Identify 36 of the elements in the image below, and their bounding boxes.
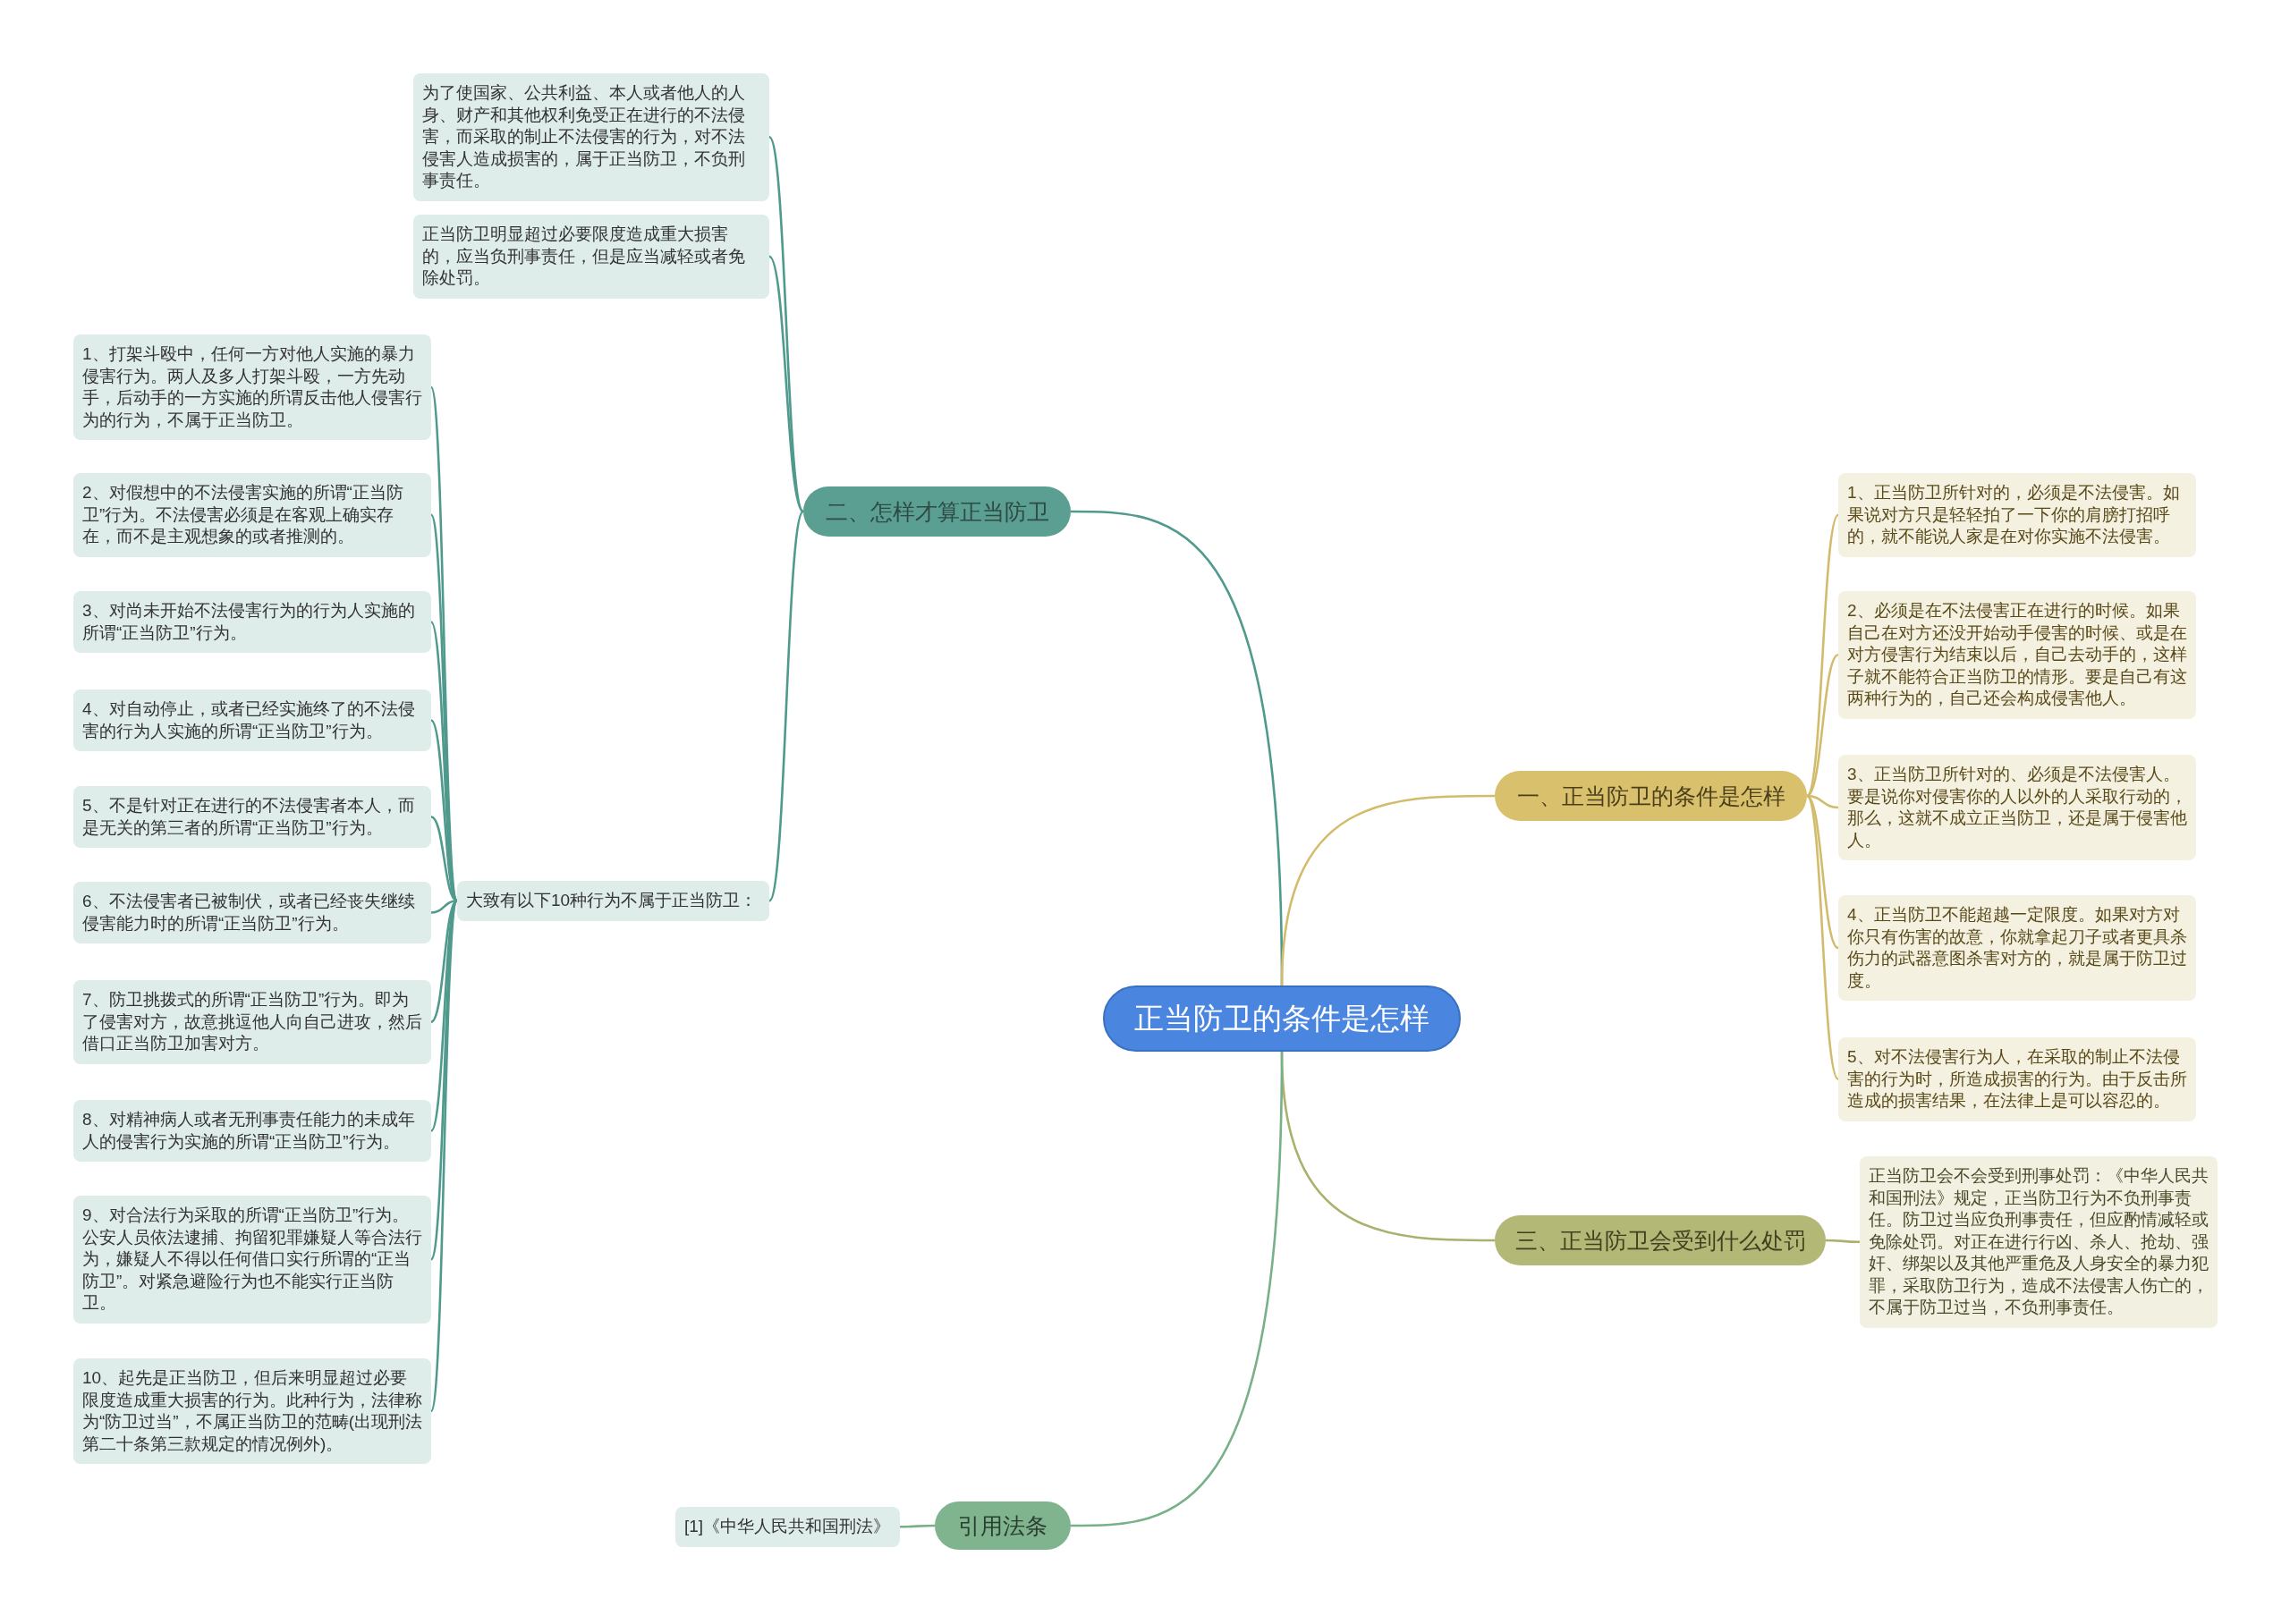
text-box: 5、不是针对正在进行的不法侵害者本人，而是无关的第三者的所谓“正当防卫”行为。 <box>73 786 431 848</box>
connector-line <box>1071 1051 1284 1527</box>
text-box: 2、必须是在不法侵害正在进行的时候。如果自己在对方还没开始动手侵害的时候、或是在对方侵害行为结束以后，自己去动手的，这样子就不能符合正当防卫的情形。要是自己有这两种行为的，自己还会构成侵害他人。 <box>1838 591 2196 719</box>
text-box: 7、防卫挑拨式的所谓“正当防卫”行为。即为了侵害对方，故意挑逗他人向自己进攻，然后借口正当防卫加害对方。 <box>73 980 431 1064</box>
connector-line <box>1826 1239 1860 1244</box>
text-box: 3、正当防卫所针对的、必须是不法侵害人。要是说你对侵害你的人以外的人采取行动的，那么，这就不成立正当防卫，还是属于侵害他人。 <box>1838 755 2196 860</box>
connector-line <box>1805 514 1840 797</box>
connector-line <box>1806 654 1839 798</box>
text-box: 正当防卫明显超过必要限度造成重大损害的，应当负刑事责任，但是应当减轻或者免除处罚。 <box>413 215 769 299</box>
connector-line <box>900 1524 935 1528</box>
connector-line <box>1280 794 1495 986</box>
text-box: 1、正当防卫所针对的，必须是不法侵害。如果说对方只是轻轻拍了一下你的肩膀打招呼的，就不能说人家是在对你实施不法侵害。 <box>1838 473 2196 557</box>
text-box: [1]《中华人民共和国刑法》 <box>675 1507 900 1547</box>
connector-line <box>768 511 805 901</box>
text-box: 10、起先是正当防卫，但后来明显超过必要限度造成重大损害的行为。此种行为，法律称为“防卫过当”，不属正当防卫的范畴(出现刑法第二十条第三款规定的情况例外)。 <box>73 1358 431 1464</box>
connector-line <box>768 255 805 512</box>
branch-topic-box: 二、怎样才算正当防卫 <box>803 486 1071 537</box>
text-box: 4、正当防卫不能超越一定限度。如果对方对你只有伤害的故意，你就拿起刀子或者更具杀伤力的武器意图杀害对方的，就是属于防卫过度。 <box>1838 895 2196 1001</box>
branch-topic-box: 引用法条 <box>935 1501 1071 1550</box>
text-box: 8、对精神病人或者无刑事责任能力的未成年人的侵害行为实施的所谓“正当防卫”行为。 <box>73 1100 431 1162</box>
text-box: 5、对不法侵害行为人，在采取的制止不法侵害的行为时，所造成损害的行为。由于反击所造成的损害结果，在法律上是可以容忍的。 <box>1838 1037 2196 1121</box>
text-box: 3、对尚未开始不法侵害行为的行为人实施的所谓“正当防卫”行为。 <box>73 591 431 653</box>
central-topic-box: 正当防卫的条件是怎样 <box>1103 985 1461 1052</box>
branch-topic-box: 一、正当防卫的条件是怎样 <box>1495 771 1807 821</box>
text-box: 2、对假想中的不法侵害实施的所谓“正当防卫”行为。不法侵害必须是在客观上确实存在，而不是主观想象的或者推测的。 <box>73 473 431 557</box>
text-box: 正当防卫会不会受到刑事处罚：《中华人民共和国刑法》规定，正当防卫行为不负刑事责任。防卫过当应负刑事责任，但应酌情减轻或免除处罚。对正在进行行凶、杀人、抢劫、强奸、绑架以及其他严重危及人身安全的暴力犯罪，采取防卫行为，造成不法侵害人伤亡的，不属于防卫过当，不负刑事责任。 <box>1860 1156 2218 1328</box>
text-box: 大致有以下10种行为不属于正当防卫： <box>457 881 769 921</box>
text-box: 1、打架斗殴中，任何一方对他人实施的暴力侵害行为。两人及多人打架斗殴，一方先动手，后动手的一方实施的所谓反击他人侵害行为的行为，不属于正当防卫。 <box>73 334 431 440</box>
text-box: 4、对自动停止，或者已经实施终了的不法侵害的行为人实施的所谓“正当防卫”行为。 <box>73 689 431 751</box>
connector-line <box>768 136 805 512</box>
connector-line <box>1805 795 1840 1080</box>
connector-line <box>1806 795 1839 949</box>
text-box: 6、不法侵害者已被制伏，或者已经丧失继续侵害能力时的所谓“正当防卫”行为。 <box>73 882 431 943</box>
branch-topic-box: 三、正当防卫会受到什么处罚 <box>1495 1215 1826 1265</box>
text-box: 9、对合法行为采取的所谓“正当防卫”行为。公安人员依法逮捕、拘留犯罪嫌疑人等合法行为，嫌疑人不得以任何借口实行所谓的“正当防卫”。对紧急避险行为也不能实行正当防卫。 <box>73 1196 431 1324</box>
text-box: 为了使国家、公共利益、本人或者他人的人身、财产和其他权利免受正在进行的不法侵害，而采取的制止不法侵害的行为，对不法侵害人造成损害的，属于正当防卫，不负刑事责任。 <box>413 73 769 201</box>
